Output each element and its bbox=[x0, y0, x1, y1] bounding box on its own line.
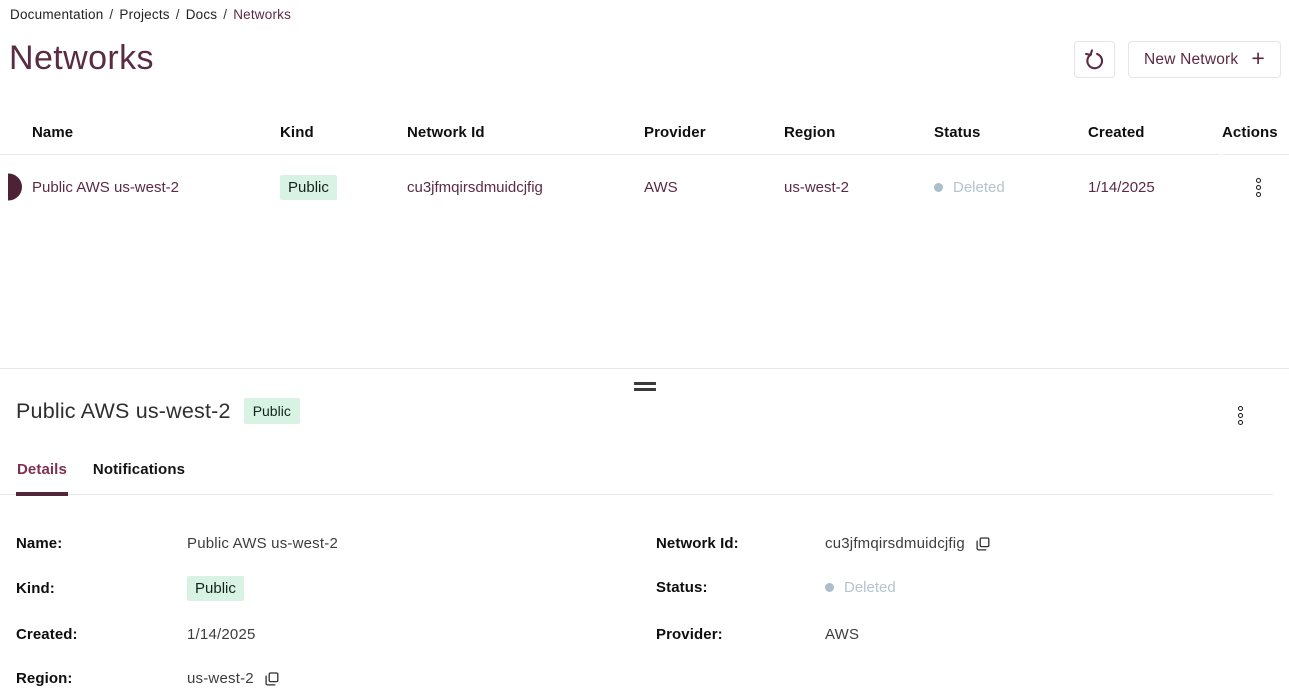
drawer-drag-handle[interactable] bbox=[631, 379, 659, 394]
drawer-tabs: Details Notifications bbox=[0, 461, 1273, 496]
table-row[interactable]: Public AWS us-west-2 Public cu3jfmqirsdm… bbox=[0, 155, 1289, 219]
refresh-icon bbox=[1083, 48, 1105, 71]
table-header-row: Name Kind Network Id Provider Region Sta… bbox=[0, 110, 1289, 155]
column-header-status: Status bbox=[934, 123, 981, 141]
column-header-provider: Provider bbox=[644, 123, 706, 141]
status-dot-icon bbox=[934, 182, 943, 192]
copy-network-id-button[interactable] bbox=[976, 536, 990, 551]
breadcrumb-current-networks: Networks bbox=[233, 7, 292, 22]
field-region: Region: us-west-2 bbox=[16, 670, 279, 687]
field-kind: Kind: Public bbox=[16, 576, 244, 601]
field-provider-value: AWS bbox=[825, 626, 860, 643]
tab-notifications[interactable]: Notifications bbox=[92, 461, 186, 478]
field-status-value: Deleted bbox=[825, 579, 896, 596]
status-text: Deleted bbox=[844, 579, 896, 596]
cell-region: us-west-2 bbox=[784, 178, 850, 196]
column-header-name: Name bbox=[32, 123, 74, 141]
drawer-kind-badge: Public bbox=[243, 398, 300, 424]
column-header-created: Created bbox=[1088, 123, 1145, 141]
details-drawer: Public AWS us-west-2 Public Details Noti… bbox=[0, 368, 1289, 700]
new-network-label: New Network bbox=[1143, 50, 1239, 68]
tab-details[interactable]: Details bbox=[16, 461, 68, 496]
cell-created: 1/14/2025 bbox=[1088, 178, 1155, 196]
field-provider-label: Provider: bbox=[656, 626, 723, 643]
column-header-actions: Actions bbox=[1222, 123, 1278, 141]
cell-status: Deleted bbox=[934, 179, 1088, 196]
toolbar: New Network + bbox=[1073, 41, 1281, 78]
cell-provider: AWS bbox=[644, 178, 678, 196]
field-status: Status: Deleted bbox=[656, 579, 896, 596]
field-region-value: us-west-2 bbox=[187, 670, 254, 687]
field-name: Name: Public AWS us-west-2 bbox=[16, 535, 338, 552]
breadcrumb-separator: / bbox=[175, 7, 180, 22]
drawer-actions-menu-icon[interactable] bbox=[1234, 402, 1247, 429]
status-text: Deleted bbox=[953, 178, 1005, 196]
details-panel: Name: Public AWS us-west-2 Kind: Public … bbox=[0, 491, 1289, 700]
field-region-label: Region: bbox=[16, 670, 73, 687]
breadcrumb-separator: / bbox=[109, 7, 114, 22]
field-status-label: Status: bbox=[656, 579, 708, 596]
drawer-title: Public AWS us-west-2 bbox=[16, 398, 231, 423]
field-kind-label: Kind: bbox=[16, 580, 55, 597]
drawer-header: Public AWS us-west-2 Public bbox=[16, 398, 1273, 425]
field-created-label: Created: bbox=[16, 626, 78, 643]
column-header-region: Region bbox=[784, 123, 836, 141]
refresh-button[interactable] bbox=[1073, 41, 1115, 78]
field-network-id: Network Id: cu3jfmqirsdmuidcjfig bbox=[656, 535, 990, 552]
networks-table: Name Kind Network Id Provider Region Sta… bbox=[0, 110, 1289, 219]
page-title: Networks bbox=[9, 39, 154, 77]
field-network-id-label: Network Id: bbox=[656, 535, 739, 552]
cell-network-id: cu3jfmqirsdmuidcjfig bbox=[407, 178, 543, 196]
plus-icon: + bbox=[1251, 45, 1265, 71]
cell-actions bbox=[1222, 174, 1289, 201]
column-header-kind: Kind bbox=[280, 123, 314, 141]
selected-row-indicator bbox=[8, 173, 22, 201]
column-header-network-id: Network Id bbox=[407, 123, 485, 141]
status-dot-icon bbox=[825, 583, 834, 592]
field-kind-badge: Public bbox=[187, 576, 244, 601]
breadcrumb: Documentation / Projects / Docs / Networ… bbox=[10, 7, 291, 22]
copy-region-button[interactable] bbox=[265, 671, 279, 686]
kind-badge: Public bbox=[280, 174, 337, 200]
field-network-id-value: cu3jfmqirsdmuidcjfig bbox=[825, 535, 965, 552]
breadcrumb-separator: / bbox=[223, 7, 228, 22]
field-provider: Provider: AWS bbox=[656, 626, 859, 643]
cell-name: Public AWS us-west-2 bbox=[32, 178, 179, 196]
breadcrumb-docs[interactable]: Docs bbox=[185, 7, 218, 22]
field-created-value: 1/14/2025 bbox=[187, 626, 256, 643]
new-network-button[interactable]: New Network + bbox=[1127, 41, 1281, 78]
field-name-value: Public AWS us-west-2 bbox=[187, 535, 338, 552]
breadcrumb-documentation[interactable]: Documentation bbox=[10, 7, 104, 22]
breadcrumb-projects[interactable]: Projects bbox=[119, 7, 170, 22]
header-border-gap bbox=[1219, 154, 1223, 155]
field-name-label: Name: bbox=[16, 535, 63, 552]
row-actions-menu-icon[interactable] bbox=[1252, 174, 1265, 201]
field-created: Created: 1/14/2025 bbox=[16, 626, 256, 643]
cell-kind: Public bbox=[280, 174, 407, 200]
